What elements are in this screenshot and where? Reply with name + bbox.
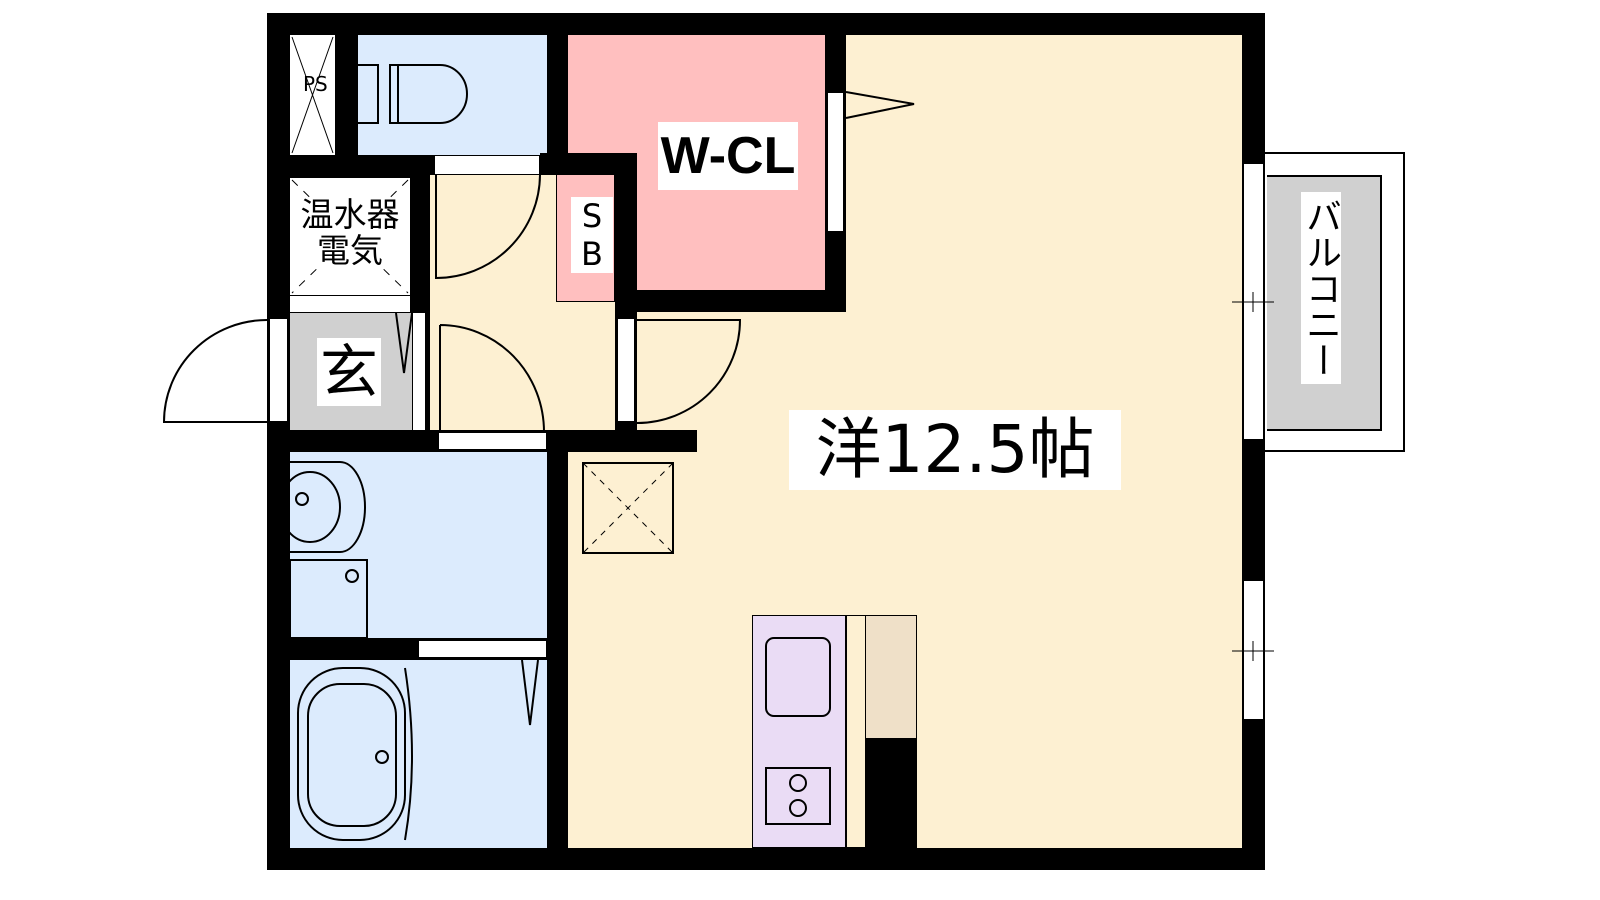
electric-label: 電気 <box>305 234 395 267</box>
shelf-band <box>290 295 410 313</box>
storage-hatch-icon <box>582 462 674 554</box>
bath-wall-right <box>547 452 568 848</box>
toilet-door[interactable] <box>434 155 540 175</box>
ps-label: PS <box>303 72 328 96</box>
window-mark-icon <box>1232 292 1274 661</box>
closet-wall-bottom <box>615 290 846 312</box>
entrance-step <box>412 313 426 430</box>
bathtub-icon <box>297 667 413 841</box>
washer-icon <box>289 559 368 639</box>
walk-in-closet-label: W-CL <box>658 122 798 190</box>
front-door[interactable] <box>269 318 288 422</box>
bathroom <box>290 660 547 848</box>
ps-cross-icon <box>291 36 334 154</box>
counter-strip <box>846 615 866 848</box>
entrance-label: 玄 <box>317 338 381 406</box>
door-swing-icon <box>162 91 915 726</box>
sb-wall-top <box>540 153 637 175</box>
refrigerator-wall <box>866 738 917 848</box>
bath-wall-top <box>290 638 418 660</box>
toilet-icon <box>358 64 468 124</box>
washroom-door[interactable] <box>438 432 547 450</box>
bath-door[interactable] <box>418 640 547 658</box>
sink-icon <box>279 461 366 553</box>
shoe-box-label: SB <box>571 197 613 273</box>
sink-basin-icon <box>765 637 831 717</box>
water-heater-label: 温水器 <box>290 198 410 231</box>
room-door[interactable] <box>617 318 635 422</box>
western-room-label: 洋12.5帖 <box>789 410 1121 490</box>
stove-icon <box>765 767 831 825</box>
balcony-label: バルコニー <box>1300 192 1341 384</box>
closet-door[interactable] <box>827 92 844 232</box>
